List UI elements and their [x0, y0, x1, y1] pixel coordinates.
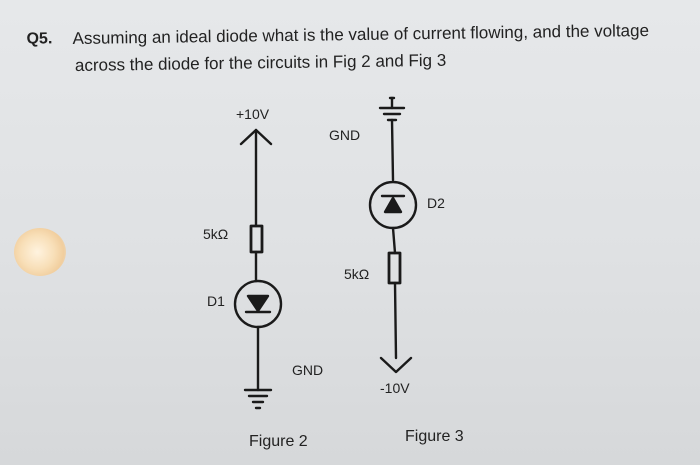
resistor-symbol	[387, 251, 402, 285]
fig2-resistor-label: 5kΩ	[203, 226, 229, 242]
wire	[390, 118, 395, 182]
fig3-supply-label: -10V	[380, 380, 410, 396]
fig2-diode-label: D1	[207, 293, 225, 309]
light-glare	[14, 228, 66, 276]
resistor-symbol	[249, 224, 264, 254]
supply-arrow-symbol	[379, 356, 413, 374]
fig2-ground-label: GND	[292, 362, 324, 378]
diode-symbol	[246, 294, 270, 313]
fig3-diode-label: D2	[427, 195, 445, 211]
fig3-resistor-label: 5kΩ	[344, 266, 370, 282]
figure-2-caption: Figure 2	[249, 433, 308, 450]
fig3-ground-label: GND	[329, 127, 361, 143]
fig2-supply-label: +10V	[236, 106, 270, 122]
wire	[391, 226, 397, 255]
figure-3-circuit	[368, 96, 418, 374]
figure-2-circuit	[233, 128, 283, 410]
figure-3-caption: Figure 3	[405, 428, 464, 445]
diode-symbol	[383, 196, 403, 214]
wire	[393, 281, 398, 360]
